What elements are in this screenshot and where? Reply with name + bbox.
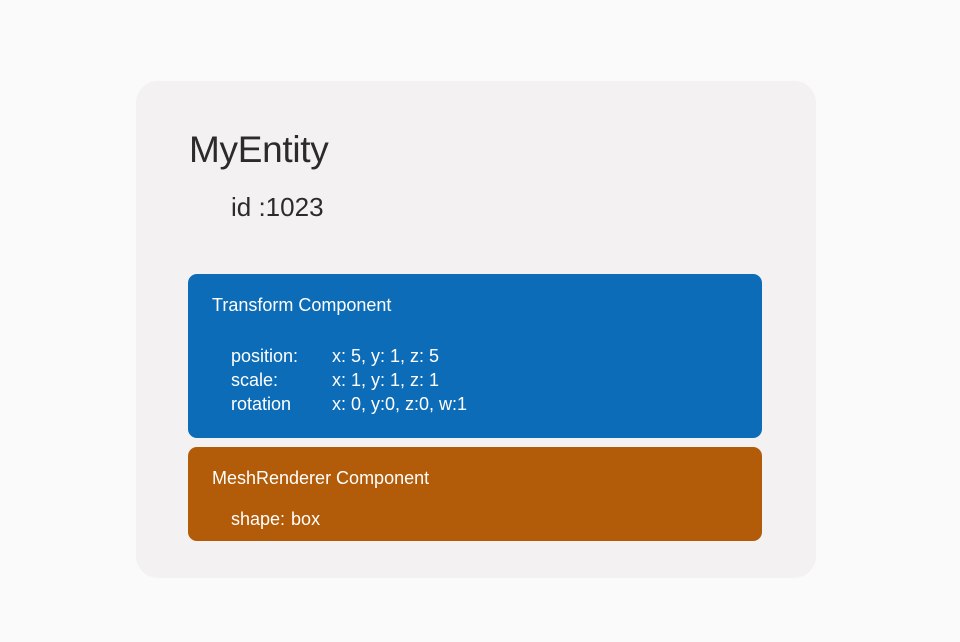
meshrenderer-property-list: shape: box <box>231 507 320 531</box>
entity-card: MyEntity id :1023 Transform Component po… <box>136 81 816 578</box>
property-label: scale: <box>231 370 279 390</box>
property-row: rotation x: 0, y:0, z:0, w:1 <box>231 392 467 416</box>
entity-name-title: MyEntity <box>189 129 329 170</box>
entity-id-label: id :1023 <box>231 192 324 222</box>
property-value: box <box>291 509 321 529</box>
transform-component-header: Transform Component <box>212 295 392 315</box>
property-value: x: 5, y: 1, z: 5 <box>332 346 440 366</box>
property-label: rotation <box>231 394 292 414</box>
meshrenderer-component-header: MeshRenderer Component <box>212 468 430 488</box>
property-value: x: 0, y:0, z:0, w:1 <box>332 394 468 414</box>
property-label: shape: <box>231 509 286 529</box>
property-value: x: 1, y: 1, z: 1 <box>332 370 440 390</box>
meshrenderer-component-block[interactable]: MeshRenderer Component shape: box <box>188 447 762 541</box>
transform-property-list: position: x: 5, y: 1, z: 5 scale: x: 1, … <box>231 344 467 416</box>
property-row: shape: box <box>231 507 320 531</box>
property-row: position: x: 5, y: 1, z: 5 <box>231 344 467 368</box>
property-label: position: <box>231 346 299 366</box>
transform-component-block[interactable]: Transform Component position: x: 5, y: 1… <box>188 274 762 438</box>
property-row: scale: x: 1, y: 1, z: 1 <box>231 368 467 392</box>
